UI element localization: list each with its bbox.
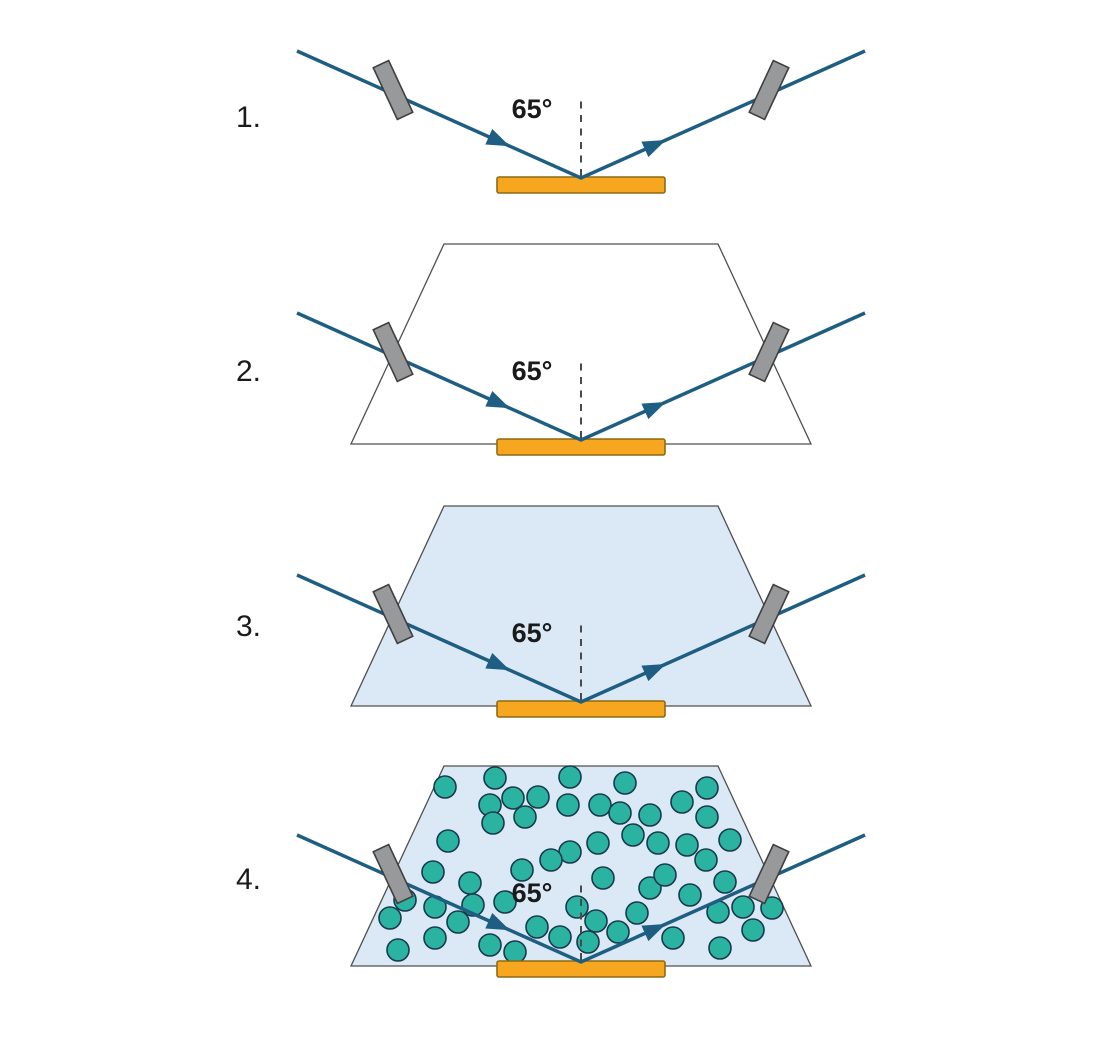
particle xyxy=(556,793,580,817)
left-polarizer xyxy=(372,843,414,905)
particle xyxy=(695,776,719,800)
reflected-ray-arrow xyxy=(641,924,666,942)
particle xyxy=(548,925,572,949)
particle xyxy=(708,936,732,960)
diagram-number: 3. xyxy=(236,610,261,643)
particle xyxy=(718,828,742,852)
left-polarizer xyxy=(372,583,414,645)
particle xyxy=(481,811,505,835)
incident-ray-arrow xyxy=(485,653,510,671)
reflected-ray-arrow xyxy=(641,664,666,682)
particle xyxy=(608,801,632,825)
diagram-number: 4. xyxy=(236,863,261,896)
particle xyxy=(446,910,470,934)
particle xyxy=(713,870,737,894)
right-polarizer xyxy=(748,583,790,645)
incident-ray-arrow xyxy=(485,391,510,409)
particle xyxy=(493,890,517,914)
diagram-number: 2. xyxy=(236,355,261,388)
particle xyxy=(661,926,685,950)
left-polarizer xyxy=(372,59,414,121)
particle xyxy=(458,871,482,895)
diagram-2: 65° 2. xyxy=(236,243,866,456)
particle xyxy=(584,909,608,933)
particle xyxy=(503,940,527,964)
particle xyxy=(625,901,649,925)
particle xyxy=(760,896,784,920)
particle xyxy=(421,860,445,884)
particle xyxy=(606,920,630,944)
angle-label: 65° xyxy=(512,618,553,648)
diagram-number: 1. xyxy=(236,101,261,134)
particle xyxy=(731,895,755,919)
particle xyxy=(565,895,589,919)
diagram-3: 65° 3. xyxy=(236,505,866,718)
particle xyxy=(670,790,694,814)
diagram-1: 65° 1. xyxy=(236,49,866,194)
reflected-ray-arrow xyxy=(641,140,666,158)
particle xyxy=(646,831,670,855)
particle xyxy=(525,915,549,939)
reflected-ray-arrow xyxy=(641,402,666,420)
particle xyxy=(513,805,537,829)
particle xyxy=(638,876,662,900)
right-polarizer xyxy=(748,59,790,121)
angle-label: 65° xyxy=(512,94,553,124)
particle xyxy=(675,833,699,857)
angle-label: 65° xyxy=(512,878,553,908)
particle xyxy=(558,765,582,789)
angle-label: 65° xyxy=(512,356,553,386)
particle xyxy=(576,930,600,954)
liquid-filled-container xyxy=(349,505,813,707)
particle xyxy=(638,803,662,827)
particle xyxy=(510,858,534,882)
particle xyxy=(741,918,765,942)
particle xyxy=(378,906,402,930)
scattering-particles xyxy=(378,765,784,964)
particle xyxy=(386,938,410,962)
particle xyxy=(591,866,615,890)
right-polarizer xyxy=(748,321,790,383)
diagram-4: 65° 4. xyxy=(236,765,866,978)
particle xyxy=(501,786,525,810)
particle xyxy=(621,823,645,847)
particle xyxy=(483,766,507,790)
empty-container xyxy=(349,243,813,445)
incident-ray-arrow xyxy=(485,913,510,931)
particle xyxy=(678,883,702,907)
particle xyxy=(436,829,460,853)
particle xyxy=(539,848,563,872)
particle xyxy=(526,785,550,809)
left-polarizer xyxy=(372,321,414,383)
right-polarizer xyxy=(748,843,790,905)
particle xyxy=(613,771,637,795)
particle xyxy=(695,805,719,829)
particle xyxy=(423,926,447,950)
particle xyxy=(588,793,612,817)
incident-ray-arrow xyxy=(485,129,510,147)
particle xyxy=(586,831,610,855)
particle xyxy=(694,848,718,872)
particle xyxy=(653,863,677,887)
particle xyxy=(478,933,502,957)
particle xyxy=(433,775,457,799)
